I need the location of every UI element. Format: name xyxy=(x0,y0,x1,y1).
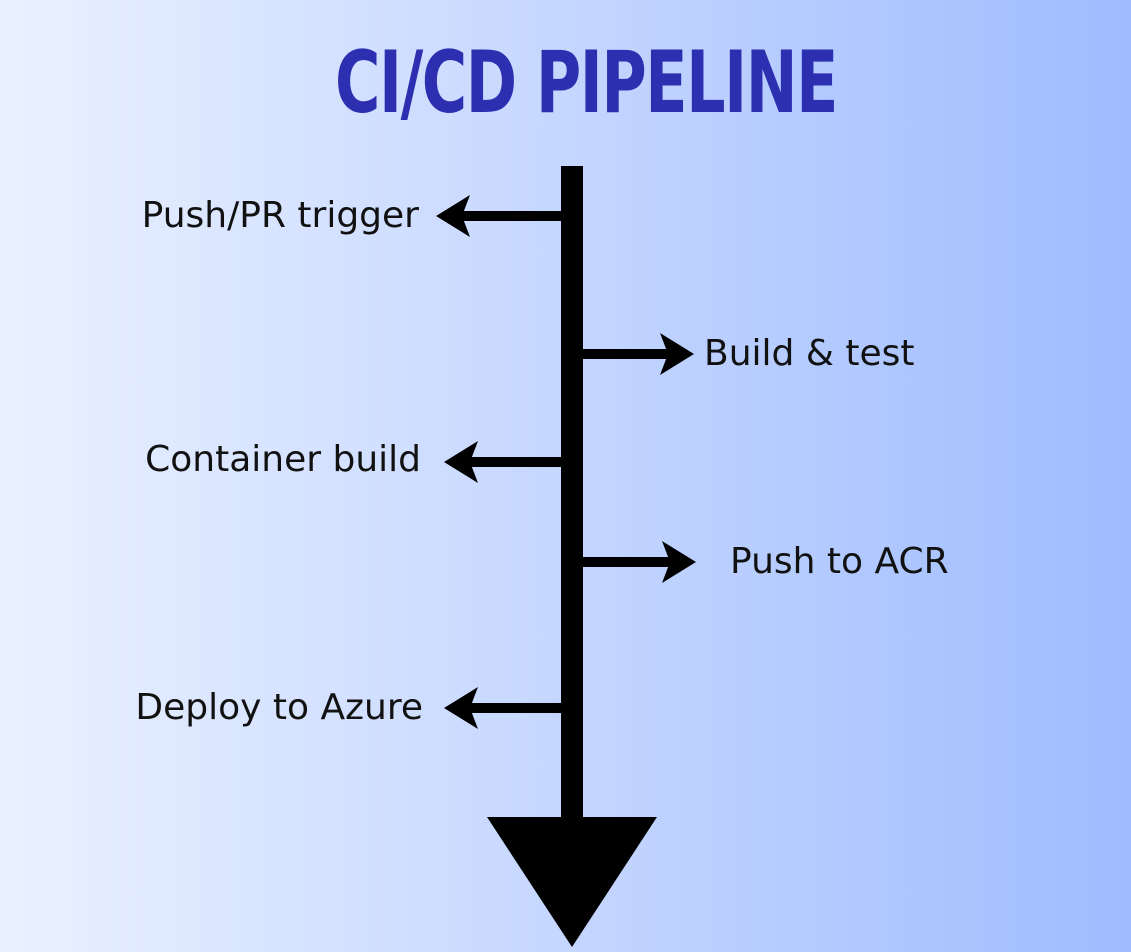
step-connector-push-to-acr xyxy=(580,541,696,583)
step-label-container-build: Container build xyxy=(145,439,421,480)
step-label-push-to-acr: Push to ACR xyxy=(730,541,949,582)
step-connector-container-build xyxy=(444,441,564,483)
diagram-title: CI/CD PIPELINE xyxy=(334,33,838,133)
step-label-deploy-to-azure: Deploy to Azure xyxy=(135,687,423,728)
pipeline-main-line xyxy=(561,166,583,856)
step-connector-push-pr-trigger xyxy=(436,195,564,237)
step-connector-build-test xyxy=(580,333,694,375)
step-label-push-pr-trigger: Push/PR trigger xyxy=(141,195,419,236)
pipeline-end-arrowhead xyxy=(487,817,657,947)
step-connector-deploy-to-azure xyxy=(444,687,564,729)
step-label-build-test: Build & test xyxy=(704,333,915,374)
